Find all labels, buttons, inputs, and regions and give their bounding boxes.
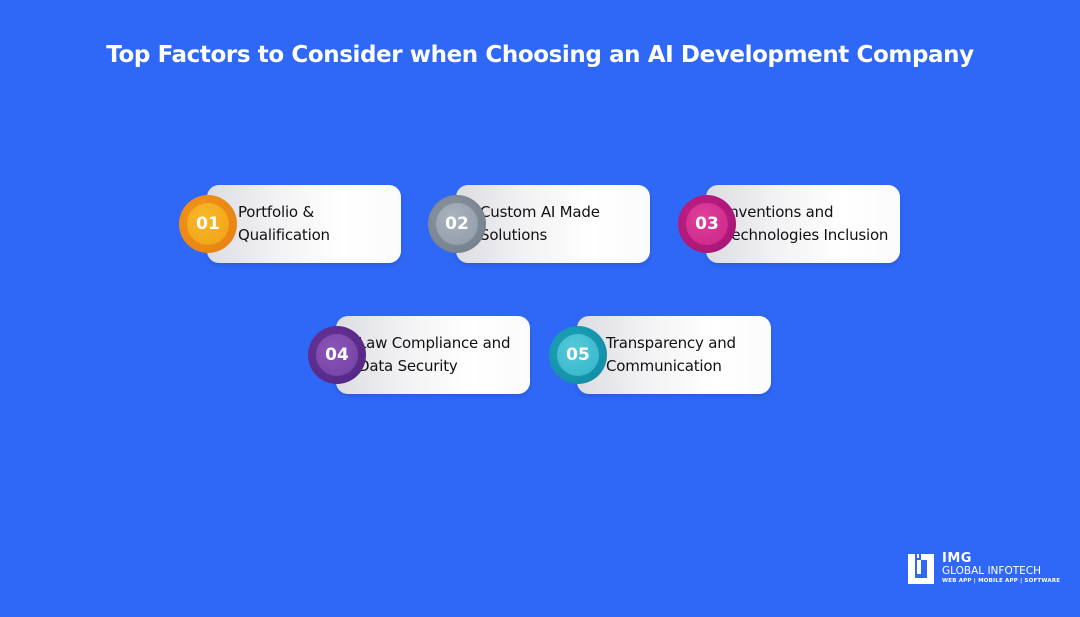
factor-card-4: Law Compliance and Data Security [336, 316, 530, 394]
factor-number: 05 [566, 345, 590, 365]
factor-label-line1: Law Compliance and [358, 334, 511, 352]
company-logo: IMG GLOBAL INFOTECH WEB APP | MOBILE APP… [906, 551, 1060, 585]
number-badge-inner: 04 [316, 334, 358, 376]
factor-text-2: Custom AI Made Solutions [480, 185, 646, 263]
factor-label-line1: Custom AI Made [480, 203, 600, 221]
logo-brand: IMG [942, 551, 972, 566]
factor-label-line2: Technologies Inclusion [725, 226, 889, 244]
logo-mark-icon [906, 552, 936, 584]
factor-text-1: Portfolio & Qualification [238, 185, 397, 263]
logo-name: GLOBAL INFOTECH [942, 565, 1041, 577]
number-badge-4: 04 [308, 326, 366, 384]
factor-text-4: Law Compliance and Data Security [358, 316, 530, 394]
number-badge-inner: 02 [436, 203, 478, 245]
number-badge-inner: 05 [557, 334, 599, 376]
number-badge-inner: 01 [187, 203, 229, 245]
factor-card-2: Custom AI Made Solutions [456, 185, 650, 263]
number-badge-3: 03 [678, 195, 736, 253]
factor-text-5: Transparency and Communication [606, 316, 767, 394]
number-badge-1: 01 [179, 195, 237, 253]
factor-label-line1: Transparency and [606, 334, 736, 352]
factor-label-line1: Inventions and [725, 203, 834, 221]
factor-number: 03 [695, 214, 719, 234]
factor-label-line1: Portfolio & [238, 203, 314, 221]
factor-label-line2: Solutions [480, 226, 548, 244]
factor-label-line2: Communication [606, 357, 722, 375]
number-badge-inner: 03 [686, 203, 728, 245]
factor-card-1: Portfolio & Qualification [207, 185, 401, 263]
factor-text-3: Inventions and Technologies Inclusion [725, 185, 900, 263]
factor-number: 04 [325, 345, 349, 365]
factor-label-line2: Qualification [238, 226, 330, 244]
factor-card-5: Transparency and Communication [577, 316, 771, 394]
factor-number: 02 [445, 214, 469, 234]
number-badge-2: 02 [428, 195, 486, 253]
logo-tagline: WEB APP | MOBILE APP | SOFTWARE [942, 577, 1061, 584]
factor-card-3: Inventions and Technologies Inclusion [706, 185, 900, 263]
factor-number: 01 [196, 214, 220, 234]
number-badge-5: 05 [549, 326, 607, 384]
page-title: Top Factors to Consider when Choosing an… [106, 42, 974, 68]
factor-label-line2: Data Security [358, 357, 458, 375]
